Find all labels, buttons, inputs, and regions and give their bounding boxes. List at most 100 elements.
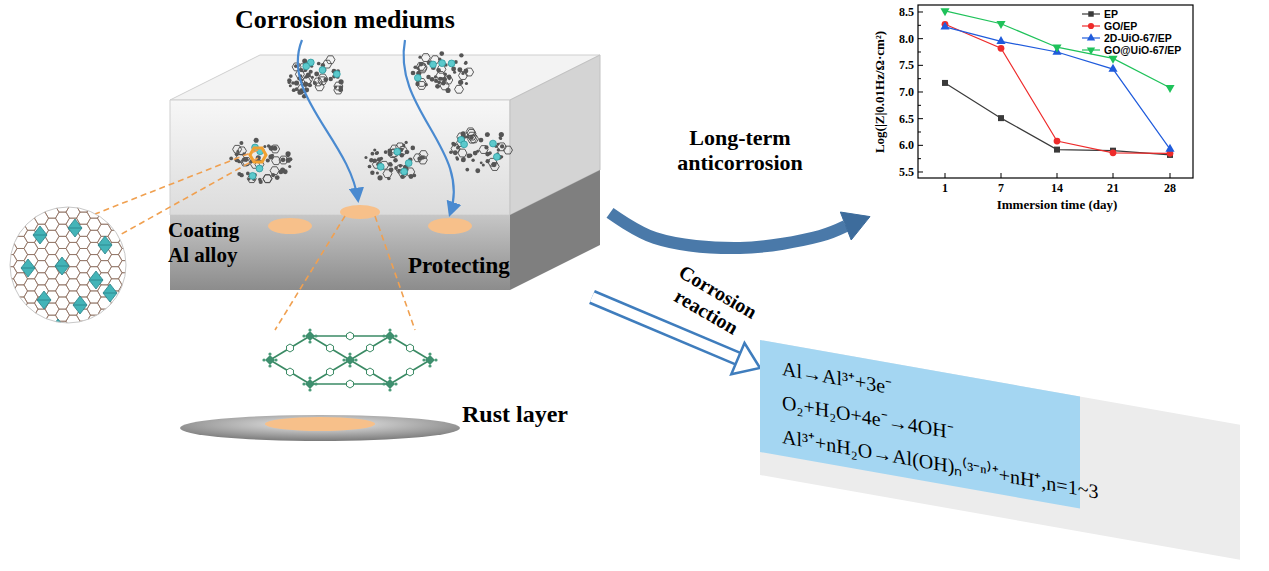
mof-flake [268,154,273,159]
framework-structure [327,368,334,376]
mof-flake [377,163,384,170]
mof-flake [249,172,256,179]
mof-flake [393,158,398,163]
mof-flake [364,141,427,181]
mof-flake [453,150,458,155]
mof-flake [254,138,259,143]
data-series [1052,45,1061,53]
axis-tick [945,173,946,178]
leader-line [95,150,258,214]
mof-flake [461,158,466,163]
flow-arrow [731,343,760,374]
leader-line [95,150,415,330]
mof-lattice [87,194,101,206]
mof-lattice [98,382,112,394]
mof-lattice [45,388,59,400]
mof-flake [373,148,376,151]
framework-structure [390,336,430,360]
mof-flake [461,72,464,75]
mof-lattice [129,267,143,279]
mof-lattice [119,224,133,236]
framework-structure [434,358,437,361]
mof-flake [493,153,500,160]
mof-flake [464,62,467,65]
framework-structure [388,376,391,379]
tick-label: 6.0 [899,138,914,152]
mof-flake [439,51,444,56]
axis-tick [918,171,923,172]
framework-structure [385,331,395,341]
mof-flake [377,175,382,180]
framework-structure [270,336,310,360]
mof-lattice [3,376,17,388]
mof-flake [490,140,497,147]
mof-flake [263,175,272,183]
mof-lattice [119,236,133,248]
tick-label: 28 [1164,181,1176,195]
mof-lattice [24,352,38,364]
mof-lattice [35,321,49,333]
mof-flake [439,60,446,67]
flow-arrow [610,213,846,248]
mof-lattice [108,182,122,194]
tick-label: 1 [942,181,948,195]
mof-lattice [14,406,28,418]
mof-flake [368,165,372,169]
mof-flake [236,150,239,153]
mof-lattice [33,235,47,236]
mof-flake [271,154,274,157]
corrosion-spot [268,218,312,234]
mof-lattice [108,218,122,230]
mof-lattice [35,406,49,418]
mof-lattice [55,266,69,267]
mof-flake [499,136,502,139]
mof-lattice [14,358,28,370]
mof-flake [294,80,299,85]
mof-flake [455,156,458,159]
axis-tick [918,11,923,12]
mof-lattice [77,406,91,418]
mof-lattice [119,200,133,212]
mof-flake [405,150,409,154]
mof-flake [480,161,483,164]
framework-structure [345,355,355,365]
mof-flake [256,165,263,172]
data-series [1165,144,1174,152]
mof-flake [468,154,472,158]
leader-line [275,216,345,330]
framework-structure [394,382,397,385]
plot-frame [918,5,1193,178]
mof-flake [387,177,391,181]
mof-flake [476,150,479,153]
mof-flake [435,84,440,89]
mof-lattice [129,376,143,388]
mof-flake [467,132,476,140]
mof-lattice [87,400,101,412]
mof-lattice [66,182,80,194]
framework-structure [367,344,374,352]
legend-sample [1087,33,1095,40]
mof-lattice [14,382,28,394]
axis-tick [1170,173,1171,178]
data-series [998,45,1005,52]
legend-text: 2D-UiO-67/EP [1104,32,1172,45]
mof-flake [303,63,310,70]
axis-tick [918,65,923,66]
layer-label: Protecting [408,252,510,280]
mof-lattice [35,345,49,357]
mof-flake [484,145,488,149]
data-series [1110,149,1117,156]
mof-lattice [129,352,143,364]
mof-zoom-inset [10,207,126,323]
axis-tick [918,118,923,119]
diffusion-arrow [298,40,454,214]
mof-lattice [108,376,122,388]
mof-lattice [119,406,133,418]
mof-lattice [56,370,70,382]
mof-lattice [56,382,70,394]
data-series [1108,56,1117,64]
mof-lattice [98,406,112,418]
mof-lattice [119,345,133,357]
mof-lattice [87,182,101,194]
